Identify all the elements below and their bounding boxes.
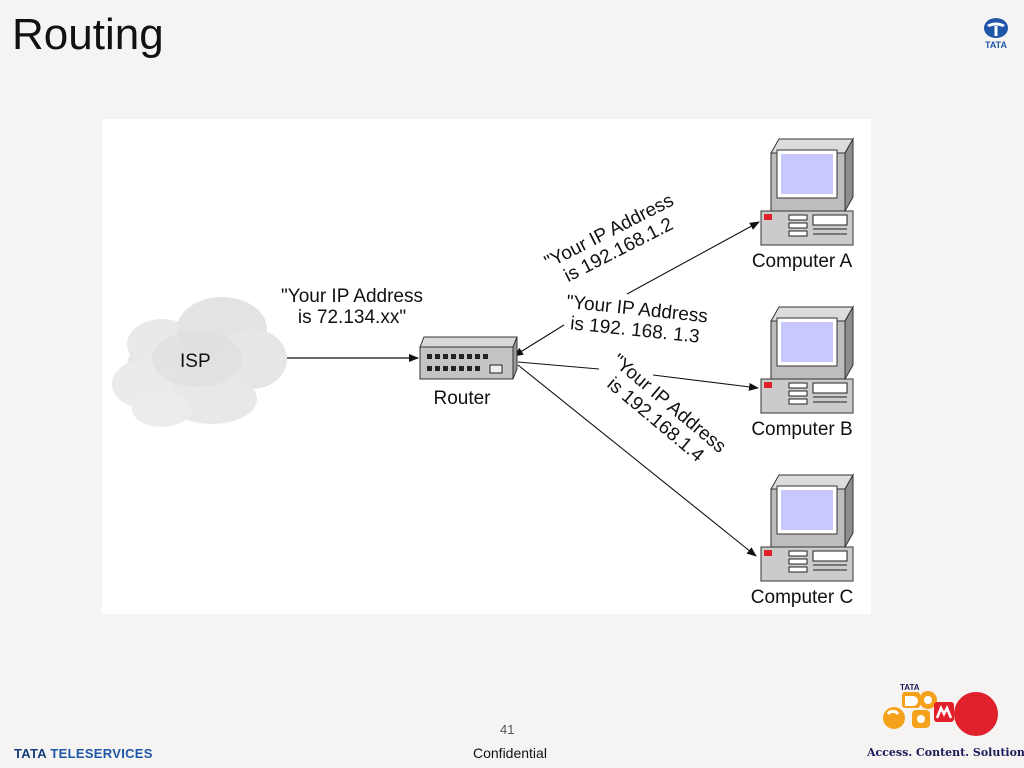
router-to-computer-a-arrow bbox=[626, 221, 760, 295]
footer-brand-part2: TELESERVICES bbox=[50, 746, 153, 761]
footer-brand-part1: TATA bbox=[14, 746, 47, 761]
computer-a-icon bbox=[760, 137, 854, 246]
slide-title: Routing bbox=[12, 10, 164, 59]
router-from-computer-a-arrow bbox=[513, 324, 565, 357]
router-icon bbox=[419, 336, 518, 380]
tagline: Access. Content. Solutions. bbox=[867, 746, 1024, 759]
tata-teleservices-logo: TATA TELESERVICES bbox=[14, 746, 153, 761]
router-to-computer-b-segment bbox=[517, 361, 600, 370]
tata-docomo-logo: TATA bbox=[883, 683, 998, 736]
docomo-logo-text: TATA bbox=[900, 683, 920, 692]
tata-logo-text: TATA bbox=[985, 40, 1007, 50]
computer-c-icon bbox=[760, 473, 854, 582]
tata-logo: TATA bbox=[984, 18, 1008, 50]
computer-a-label: Computer A bbox=[751, 251, 853, 272]
isp-cloud-icon bbox=[112, 297, 287, 427]
router-to-computer-b-arrow bbox=[652, 374, 759, 391]
page-number: 41 bbox=[500, 722, 515, 737]
confidential-label: Confidential bbox=[473, 745, 547, 761]
isp-message-line2: is 72.134.xx" bbox=[297, 307, 407, 328]
router-to-computer-c-arrow bbox=[517, 364, 757, 557]
computer-b-icon bbox=[760, 305, 854, 414]
isp-message-line1: "Your IP Address bbox=[281, 286, 423, 307]
routing-diagram: ISP "Your IP Address is 72.134.xx" Route… bbox=[102, 119, 871, 614]
isp-label: ISP bbox=[180, 351, 211, 372]
computer-c-label: Computer C bbox=[750, 587, 854, 608]
router-label: Router bbox=[433, 388, 491, 409]
isp-message: "Your IP Address is 72.134.xx" bbox=[272, 286, 432, 328]
computer-b-label: Computer B bbox=[751, 419, 853, 440]
